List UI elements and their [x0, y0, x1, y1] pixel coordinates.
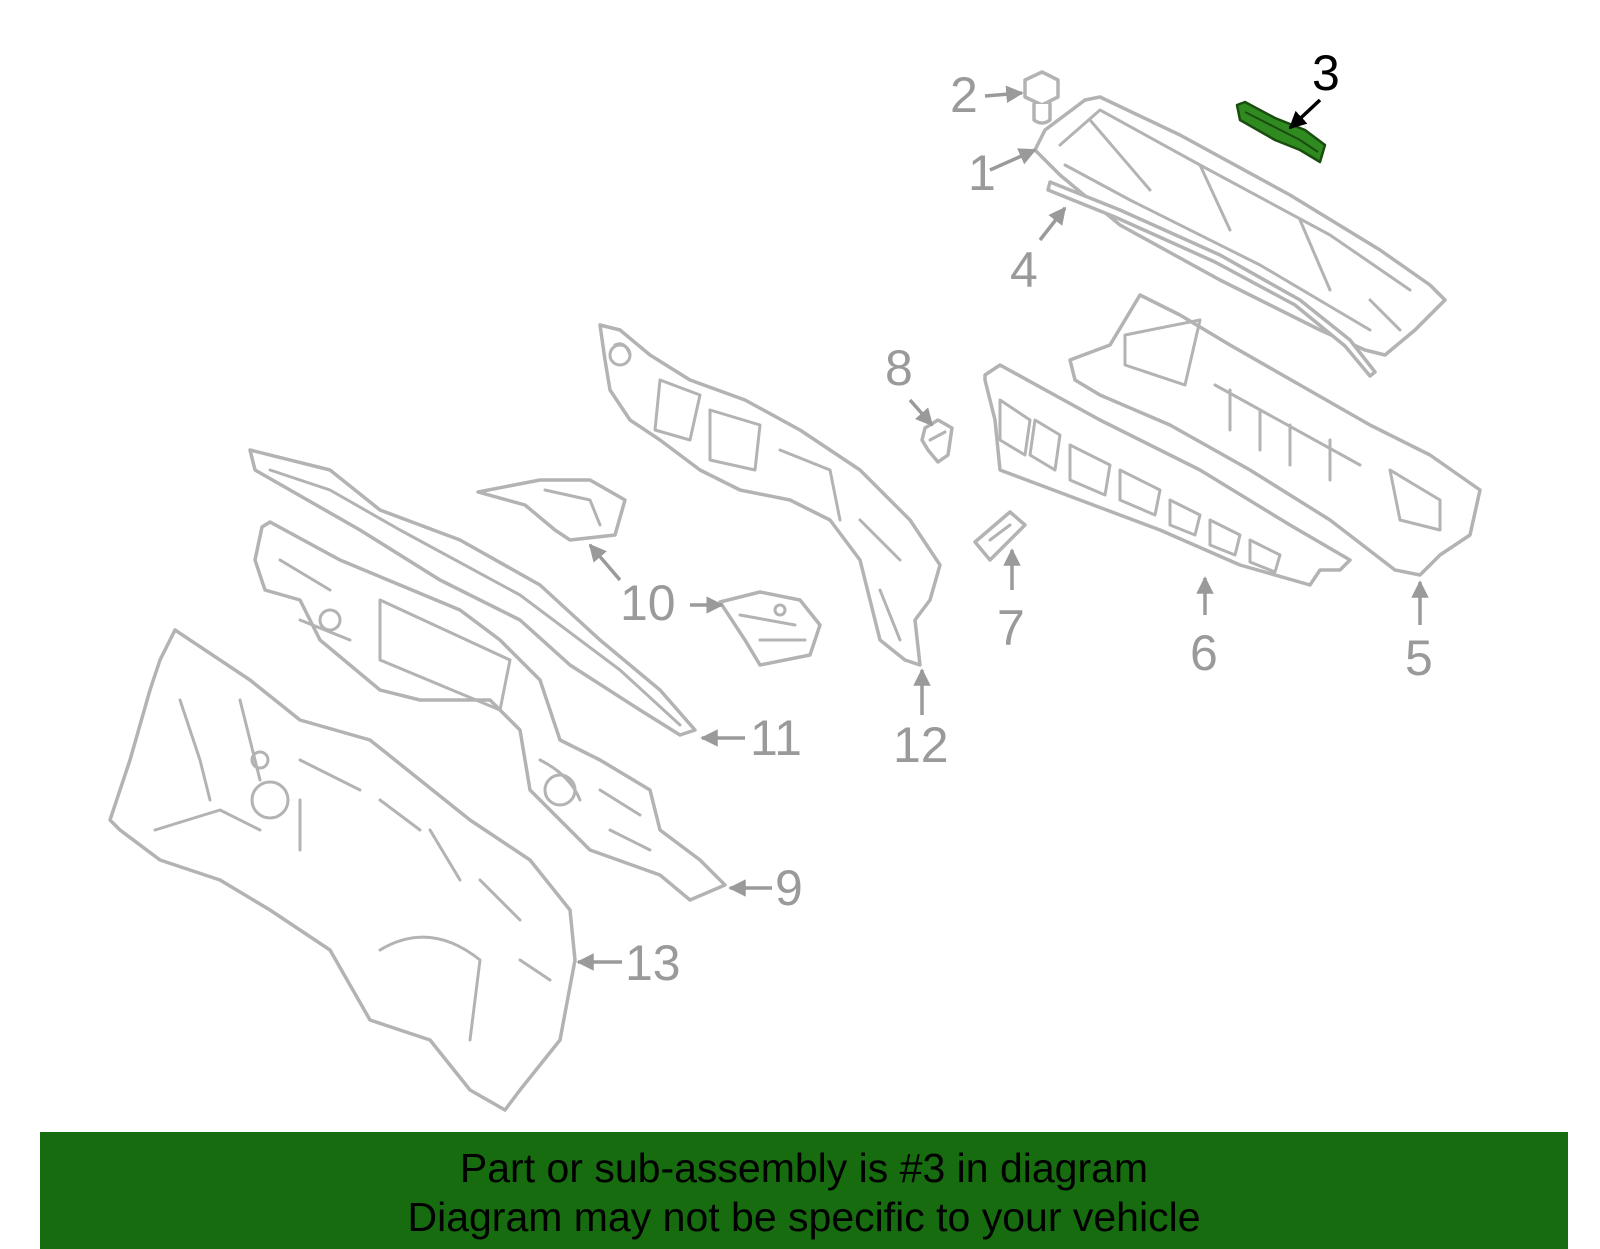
label-2: 2	[950, 67, 978, 123]
label-4: 4	[1010, 242, 1038, 298]
part-9-mid-dash-panel[interactable]	[253, 520, 727, 902]
label-8: 8	[885, 340, 913, 396]
part-13-lower-dash[interactable]	[108, 628, 577, 1112]
part-2-bolt[interactable]	[1023, 70, 1060, 125]
part-8-clip[interactable]	[920, 418, 954, 464]
label-1: 1	[968, 145, 996, 201]
part-3-highlighted-bracket[interactable]	[1235, 100, 1327, 164]
info-banner: Part or sub-assembly is #3 in diagram Di…	[40, 1132, 1568, 1249]
label-9: 9	[775, 860, 803, 916]
callout-7: 7	[997, 548, 1025, 656]
label-7: 7	[997, 600, 1025, 656]
part-6-lower-cowl[interactable]	[983, 363, 1352, 587]
part-12-dash-panel[interactable]	[598, 323, 942, 667]
part-1-cowl-panel[interactable]	[1033, 95, 1447, 357]
callout-13: 13	[576, 935, 681, 991]
part-10-bracket-lower[interactable]	[718, 590, 822, 667]
part-11-reinforcement-bar[interactable]	[248, 448, 697, 737]
label-3: 3	[1312, 45, 1340, 101]
label-11: 11	[750, 710, 802, 766]
callout-1: 1	[968, 145, 1037, 201]
callout-3: 3	[1288, 45, 1340, 130]
label-12: 12	[893, 717, 949, 773]
callout-5: 5	[1405, 580, 1433, 686]
label-5: 5	[1405, 630, 1433, 686]
label-10: 10	[620, 575, 676, 631]
callout-9: 9	[728, 860, 803, 916]
callout-2: 2	[950, 67, 1024, 123]
label-6: 6	[1190, 625, 1218, 681]
callout-10: 10	[588, 543, 724, 631]
callout-4: 4	[1010, 206, 1067, 298]
banner-line-1: Part or sub-assembly is #3 in diagram	[459, 1145, 1149, 1191]
label-13: 13	[625, 935, 681, 991]
callout-8: 8	[885, 340, 934, 427]
part-10-bracket-upper[interactable]	[476, 478, 627, 542]
callout-6: 6	[1190, 576, 1218, 681]
part-4-seal-strip[interactable]	[1046, 180, 1377, 378]
part-7-plate[interactable]	[973, 510, 1027, 562]
callout-11: 11	[700, 710, 802, 766]
callout-12: 12	[893, 668, 949, 773]
part-5-dash-upper-panel[interactable]	[1068, 293, 1482, 577]
banner-line-2: Diagram may not be specific to your vehi…	[407, 1194, 1201, 1240]
